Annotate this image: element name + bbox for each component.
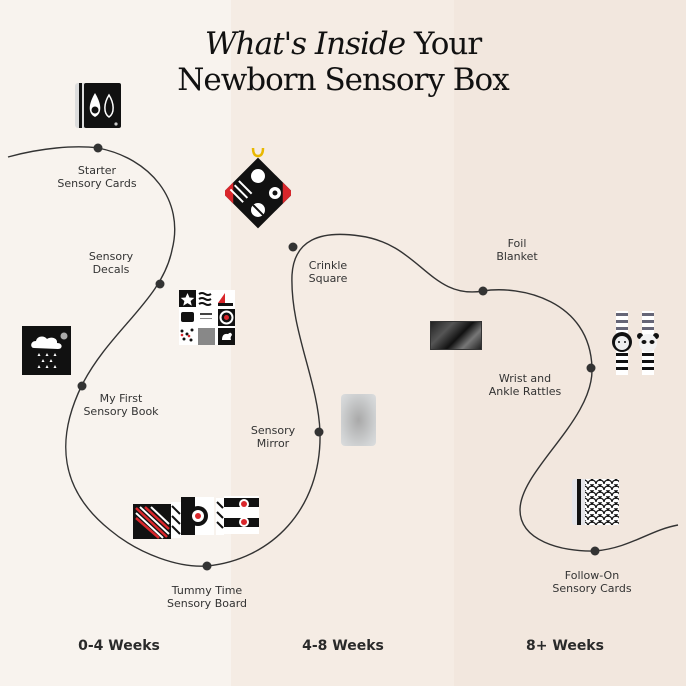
book-icon [22,326,71,375]
decals-grid-icon [179,290,235,345]
page-title: What's Inside Your Newborn Sensory Box [0,26,686,98]
label-line: Starter [77,164,117,177]
title-rest: Your [405,26,482,62]
label-line: Foil [507,237,527,250]
dot-foil [478,286,488,296]
label-line: Tummy Time [171,584,243,597]
sensory-cards-icon [75,83,121,128]
title-line-2: Newborn Sensory Box [177,62,509,98]
column-band-4-8-weeks [231,0,454,686]
label-line: Sensory Cards [57,177,137,190]
label-line: Sensory Cards [552,582,632,595]
crinkle-square-icon [225,147,291,229]
foil-blanket-icon [430,321,482,350]
dot-crinkle [288,242,298,252]
milestone-label: Wrist and Ankle Rattles [489,372,562,398]
dot-starter-cards [93,143,103,153]
dot-rattles [586,363,596,373]
rattles-icon [612,311,659,375]
milestone-label: Starter Sensory Cards [57,164,136,190]
label-line: Square [308,272,348,285]
milestone-label: Follow-On Sensory Cards [552,569,631,595]
follow-on-cards-icon [572,479,619,525]
mirror-icon [341,394,376,446]
milestone-label: Crinkle Square [309,259,348,285]
label-line: Crinkle [308,259,348,272]
dot-follow-on [590,546,600,556]
milestone-label: My First Sensory Book [83,392,158,418]
label-line: Mirror [256,437,290,450]
label-line: Sensory [250,424,296,437]
milestone-label: Sensory Mirror [251,424,295,450]
milestone-label: Foil Blanket [496,237,537,263]
dot-book [77,381,87,391]
dot-tummy-board [202,561,212,571]
dot-mirror [314,427,324,437]
milestone-label: Tummy Time Sensory Board [167,584,247,610]
milestone-dots [77,143,600,571]
label-line: Ankle Rattles [488,385,562,398]
folding-board-icon [133,496,259,539]
title-italic: What's Inside [204,26,406,62]
label-line: Sensory [88,250,134,263]
column-label-8-plus-weeks: 8+ Weeks [526,638,604,654]
column-label-0-4-weeks: 0-4 Weeks [78,638,160,654]
label-line: Decals [92,263,130,276]
label-line: Follow-On [564,569,620,582]
column-label-4-8-weeks: 4-8 Weeks [302,638,384,654]
label-line: Wrist and [498,372,552,385]
label-line: Blanket [496,250,538,263]
milestone-label: Sensory Decals [89,250,133,276]
label-line: Sensory Book [83,405,159,418]
label-line: Sensory Board [166,597,248,610]
label-line: My First [99,392,143,405]
dot-decals [155,279,165,289]
